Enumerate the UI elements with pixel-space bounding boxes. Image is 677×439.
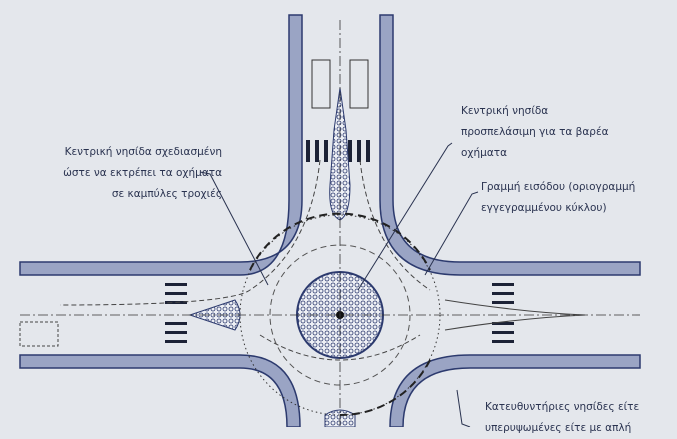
label-line: Κεντρική νησίδα σχεδιασμένη [64, 146, 222, 158]
label-line: Γραμμή εισόδου (οριογραμμή [481, 181, 636, 193]
roundabout-diagram [19, 14, 641, 427]
label-line: Κατευθυντήριες νησίδες είτε [485, 401, 640, 413]
label-line: προσπελάσιμη για τα βαρέα [461, 126, 609, 138]
label-line: οχήματα [461, 147, 507, 159]
label-entry-line: Γραμμή εισόδου (οριογραμμή εγγεγραμμένου… [481, 177, 635, 219]
label-line: ώστε να εκτρέπει τα οχήματα [63, 167, 222, 179]
label-central-island: Κεντρική νησίδα προσπελάσιμη για τα βαρέ… [461, 101, 609, 164]
crosswalks [165, 140, 514, 343]
label-left-island: Κεντρική νησίδα σχεδιασμένη ώστε να εκτρ… [0, 142, 222, 205]
label-line: σε καμπύλες τροχιές [111, 188, 222, 200]
label-line: Κεντρική νησίδα [461, 105, 549, 117]
label-line: υπερυψωμένες είτε με απλή [485, 422, 632, 434]
label-line: εγγεγραμμένου κύκλου) [481, 202, 607, 214]
curbs [19, 14, 641, 427]
label-guide-islands: Κατευθυντήριες νησίδες είτε υπερυψωμένες… [485, 397, 639, 439]
